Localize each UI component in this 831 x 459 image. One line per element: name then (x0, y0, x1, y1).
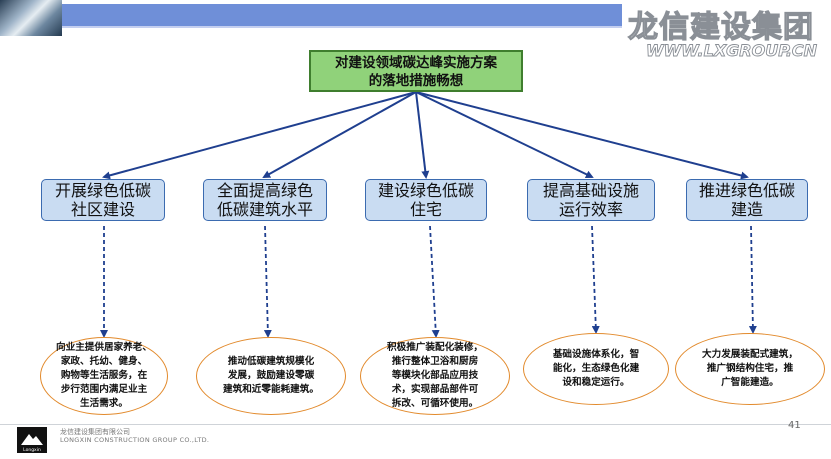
root-to-branch-1-arrow (102, 91, 417, 180)
header-band (0, 0, 831, 40)
branch-node-title-2: 社区建设 (70, 200, 135, 219)
header-color-bar-edge (62, 26, 622, 28)
branch-node-construction: 推进绿色低碳 建造 (686, 179, 808, 221)
detail-line: 建筑和近零能耗建筑。 (223, 384, 319, 395)
root-to-branch-4-arrow (415, 91, 594, 178)
brand-title: 龙信建设集团 (627, 9, 814, 45)
detail-line: 推广钢结构住宅，推 (706, 363, 794, 374)
branch-node-title-1: 开展绿色低碳 (54, 181, 151, 200)
detail-line: 拆改、可循环使用。 (391, 398, 479, 409)
brand-url: WWW.LXGROUP.CN (646, 41, 818, 61)
detail-node-infrastructure: 基础设施体系化，智 能化，生态绿色化建 设和稳定运行。 (523, 333, 669, 405)
branch-node-title-2: 住宅 (409, 200, 442, 219)
root-node: 对建设领域碳达峰实施方案 的落地措施畅想 (309, 50, 523, 92)
page-number: 41 (788, 420, 801, 431)
detail-node-community: 向业主提供居家养老、 家政、托幼、健身、 购物等生活服务，在 步行范围内满足业主… (40, 337, 168, 415)
branch-node-housing: 建设绿色低碳 住宅 (365, 179, 487, 221)
logo-text: Longxin (23, 447, 41, 453)
root-to-branch-3-arrow (415, 91, 430, 179)
detail-line: 大力发展装配式建筑， (702, 349, 798, 360)
branch-node-title-1: 建设绿色低碳 (377, 181, 474, 200)
detail-line: 积极推广装配化装修， (387, 342, 483, 353)
logo-mountain-icon: Longxin (21, 434, 43, 453)
detail-line: 步行范围内满足业主 (60, 384, 148, 395)
detail-line: 推动低碳建筑规模化 (227, 356, 315, 367)
branch-node-title-2: 低碳建筑水平 (216, 200, 313, 219)
detail-node-construction: 大力发展装配式建筑， 推广钢结构住宅，推 广智能建造。 (675, 333, 825, 405)
root-line-2: 的落地措施畅想 (368, 73, 464, 89)
branch-5-to-detail-arrow (748, 225, 757, 334)
company-name-en: LONGXIN CONSTRUCTION GROUP CO.,LTD. (60, 436, 210, 444)
company-name-cn: 龙信建设集团有限公司 (60, 428, 130, 436)
detail-node-building-level: 推动低碳建筑规模化 发展，鼓励建设零碳 建筑和近零能耗建筑。 (196, 337, 346, 415)
branch-node-title-1: 推进绿色低碳 (698, 181, 795, 200)
branch-node-title-1: 提高基础设施 (542, 181, 639, 200)
detail-line: 生活需求。 (80, 398, 128, 409)
branch-node-title-2: 建造 (730, 200, 763, 219)
detail-line: 推行整体卫浴和厨房 (391, 356, 479, 367)
detail-line: 购物等生活服务，在 (60, 370, 148, 381)
branch-2-to-detail-arrow (263, 225, 272, 338)
root-line-1: 对建设领域碳达峰实施方案 (335, 55, 497, 71)
branch-node-community: 开展绿色低碳 社区建设 (41, 179, 165, 221)
root-to-branch-2-arrow (262, 91, 417, 178)
branch-node-infrastructure: 提高基础设施 运行效率 (527, 179, 655, 221)
branch-node-building-level: 全面提高绿色 低碳建筑水平 (203, 179, 327, 221)
header-color-bar (62, 4, 622, 26)
detail-line: 基础设施体系化，智 (552, 349, 640, 360)
branch-node-title-2: 运行效率 (558, 200, 623, 219)
detail-line: 设和稳定运行。 (562, 377, 630, 388)
detail-line: 向业主提供居家养老、 (56, 342, 152, 353)
detail-node-housing: 积极推广装配化装修， 推行整体卫浴和厨房 等模块化部品应用技 术，实现部品部件可… (360, 337, 510, 415)
header-photo (0, 0, 62, 36)
footer-divider (0, 424, 831, 425)
branch-4-to-detail-arrow (591, 225, 600, 334)
company-logo: Longxin (17, 427, 47, 453)
detail-line: 等模块化部品应用技 (391, 370, 479, 381)
detail-line: 家政、托幼、健身、 (60, 356, 148, 367)
detail-line: 发展，鼓励建设零碳 (227, 370, 315, 381)
branch-3-to-detail-arrow (429, 225, 440, 338)
branch-node-title-1: 全面提高绿色 (216, 181, 313, 200)
detail-line: 能化，生态绿色化建 (552, 363, 640, 374)
root-to-branch-5-arrow (415, 91, 749, 180)
detail-line: 术，实现部品部件可 (391, 384, 479, 395)
detail-line: 广智能建造。 (721, 377, 779, 388)
